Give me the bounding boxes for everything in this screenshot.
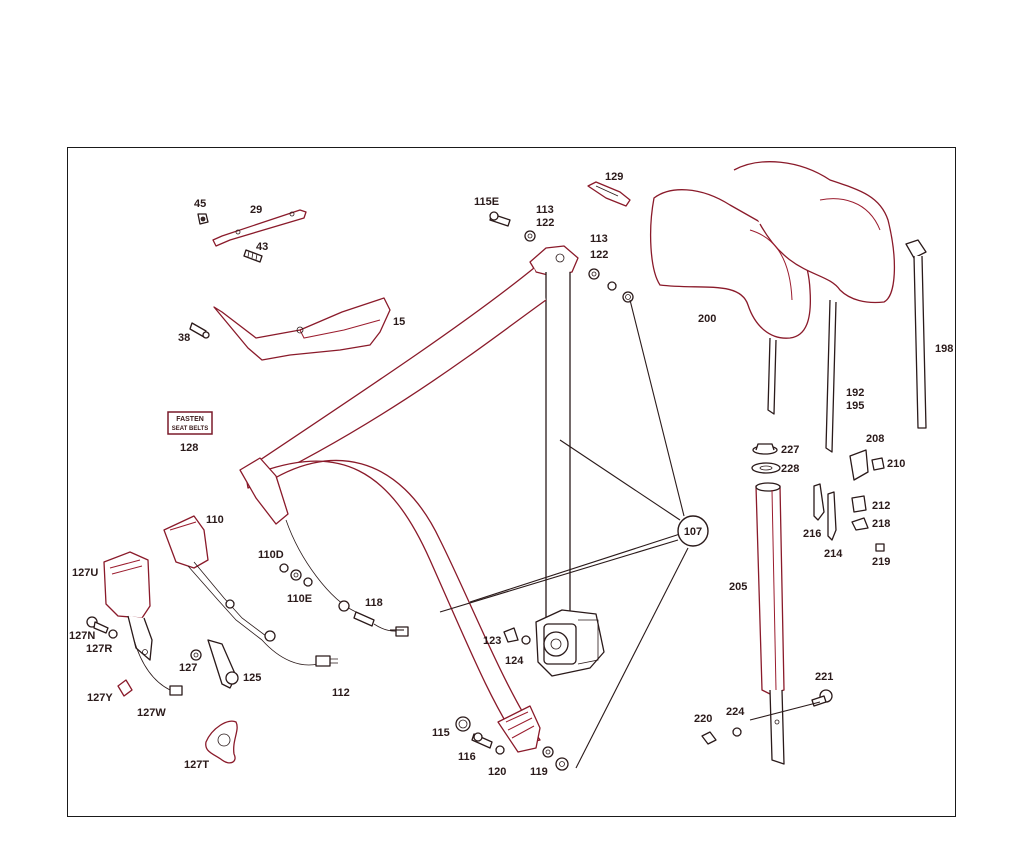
label-107: 107 bbox=[684, 526, 702, 538]
part-128-sticker: FASTEN SEAT BELTS bbox=[167, 411, 213, 435]
label-212: 212 bbox=[872, 500, 890, 512]
label-195: 195 bbox=[846, 400, 864, 412]
label-214: 214 bbox=[824, 548, 843, 560]
label-127R: 127R bbox=[86, 643, 112, 655]
label-210: 210 bbox=[887, 458, 905, 470]
diagram-frame bbox=[67, 147, 956, 817]
label-219: 219 bbox=[872, 556, 890, 568]
label-228: 228 bbox=[781, 463, 799, 475]
part-110D-110E-washers bbox=[279, 563, 313, 587]
part-115-116-120-119-fasteners bbox=[455, 716, 569, 771]
part-113-122-washer-lower bbox=[588, 268, 634, 303]
part-123-124-fasteners bbox=[503, 627, 531, 645]
label-112: 112 bbox=[332, 687, 350, 699]
label-15: 15 bbox=[393, 316, 405, 328]
part-214-216-springs bbox=[813, 483, 837, 541]
part-15-trim-cover bbox=[213, 297, 391, 361]
part-205-guide-tube bbox=[755, 482, 785, 765]
label-128: 128 bbox=[180, 442, 198, 454]
label-220: 220 bbox=[694, 713, 712, 725]
label-110E: 110E bbox=[287, 593, 312, 605]
label-127N: 127N bbox=[69, 630, 95, 642]
label-127Y: 127Y bbox=[87, 692, 113, 704]
label-110: 110 bbox=[206, 514, 224, 526]
part-110-buckle bbox=[163, 515, 338, 667]
label-122b: 122 bbox=[590, 249, 608, 261]
part-227-228-cap-washer bbox=[751, 443, 781, 474]
label-192: 192 bbox=[846, 387, 864, 399]
part-113-122-washer-upper bbox=[524, 230, 536, 242]
label-227: 227 bbox=[781, 444, 799, 456]
part-127N-screw bbox=[86, 616, 109, 634]
label-127T: 127T bbox=[184, 759, 209, 771]
label-125: 125 bbox=[243, 672, 261, 684]
part-127R-washer bbox=[108, 629, 118, 639]
part-129-cap bbox=[587, 181, 631, 207]
part-43-screw bbox=[243, 249, 263, 263]
label-115: 115 bbox=[432, 727, 450, 739]
part-127U-buckle bbox=[103, 551, 183, 696]
label-200: 200 bbox=[698, 313, 716, 325]
label-118: 118 bbox=[365, 597, 383, 609]
label-216: 216 bbox=[803, 528, 821, 540]
label-221: 221 bbox=[815, 671, 833, 683]
sticker-line1: FASTEN bbox=[176, 416, 204, 423]
label-127: 127 bbox=[179, 662, 197, 674]
part-208-210-button bbox=[849, 449, 885, 481]
label-122a: 122 bbox=[536, 217, 554, 229]
leader-lines bbox=[390, 299, 821, 769]
part-212-218-219-clips bbox=[851, 495, 885, 552]
label-208: 208 bbox=[866, 433, 884, 445]
part-115E-screw bbox=[489, 211, 511, 227]
part-38-screw bbox=[189, 322, 210, 339]
part-127Y-clip bbox=[117, 679, 133, 697]
part-127T-cover bbox=[205, 720, 238, 764]
part-labels: 45 29 43 38 15 128 110 127U 127N 127R 12… bbox=[69, 171, 953, 778]
label-38: 38 bbox=[178, 332, 190, 344]
part-107-seat-belt bbox=[239, 245, 605, 753]
part-200-headrest bbox=[649, 161, 896, 453]
part-220-224-221-fasteners bbox=[701, 689, 833, 745]
label-116: 116 bbox=[458, 751, 476, 763]
label-129: 129 bbox=[605, 171, 623, 183]
label-127W: 127W bbox=[137, 707, 166, 719]
sticker-line2: SEAT BELTS bbox=[172, 426, 208, 432]
label-43: 43 bbox=[256, 241, 268, 253]
label-124: 124 bbox=[505, 655, 524, 667]
callout-107: 107 bbox=[677, 515, 709, 547]
label-198: 198 bbox=[935, 343, 953, 355]
label-224: 224 bbox=[726, 706, 745, 718]
label-205: 205 bbox=[729, 581, 747, 593]
label-123: 123 bbox=[483, 635, 501, 647]
label-218: 218 bbox=[872, 518, 890, 530]
label-115E: 115E bbox=[474, 196, 499, 208]
label-113a: 113 bbox=[536, 204, 554, 216]
label-29: 29 bbox=[250, 204, 262, 216]
part-118-cable bbox=[285, 519, 409, 637]
label-110D: 110D bbox=[258, 549, 284, 561]
part-29-bracket bbox=[212, 209, 307, 247]
part-127-125-bracket bbox=[190, 639, 239, 689]
label-113b: 113 bbox=[590, 233, 608, 245]
label-119: 119 bbox=[530, 766, 548, 778]
label-127U: 127U bbox=[72, 567, 98, 579]
label-45: 45 bbox=[194, 198, 206, 210]
part-45-clip bbox=[197, 213, 209, 225]
label-120: 120 bbox=[488, 766, 506, 778]
part-198-guide-rod bbox=[905, 239, 927, 429]
